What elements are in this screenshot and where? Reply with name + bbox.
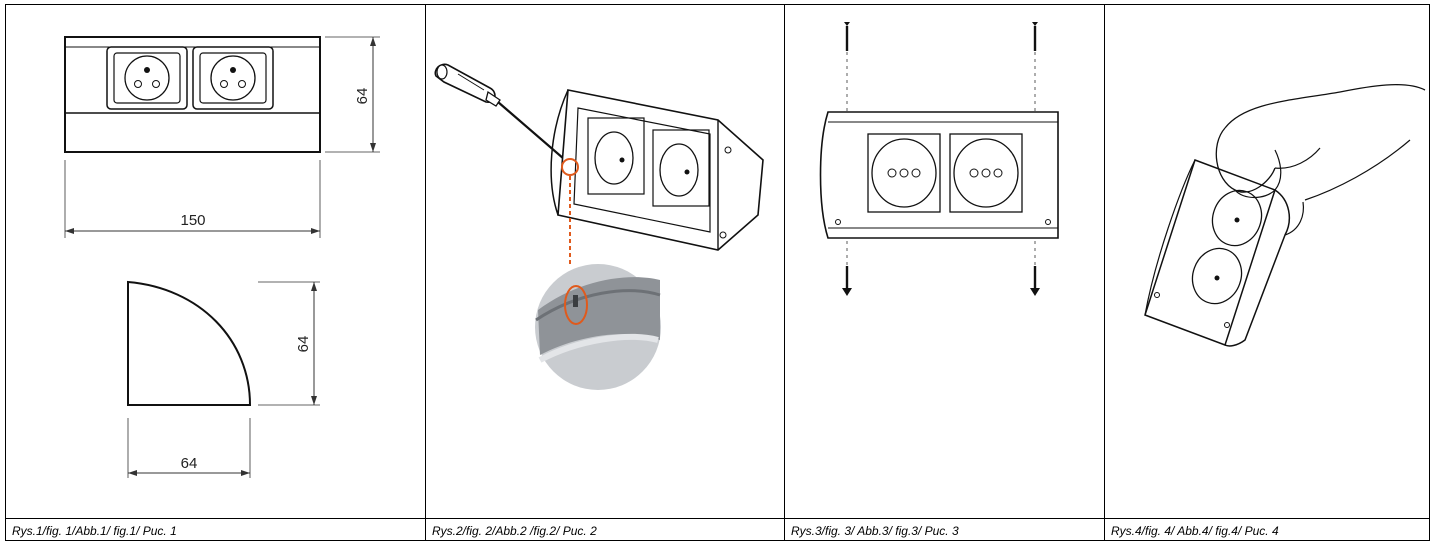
screw-icon <box>1032 22 1038 51</box>
side-width-dimension-label: 64 <box>181 455 198 472</box>
power-strip-drawing <box>550 89 764 251</box>
figure-4-caption: Rys.4/fig. 4/ Abb.4/ fig.4/ Puc. 4 <box>1111 524 1279 538</box>
socket-icon <box>192 46 274 110</box>
fig1-dimension-drawing <box>64 36 380 478</box>
screw-icon <box>844 22 850 51</box>
fig4-insertion-illustration <box>1144 84 1426 347</box>
side-height-dimension-label: 64 <box>295 336 312 353</box>
cell-divider <box>784 4 785 541</box>
figure-3-caption: Rys.3/fig. 3/ Abb.3/ fig.3/ Puc. 3 <box>791 524 959 538</box>
figure-2-caption: Rys.2/fig. 2/Abb.2 /fig.2/ Puc. 2 <box>432 524 597 538</box>
power-strip-drawing <box>1144 159 1291 347</box>
height-dimension-label: 64 <box>354 88 371 105</box>
detail-photo-circle <box>535 264 661 390</box>
cell-divider <box>1104 4 1105 541</box>
figure-table <box>5 4 1430 541</box>
fig3-mounting-illustration <box>819 22 1059 296</box>
screw-icon <box>1030 266 1040 296</box>
figure-1-caption: Rys.1/fig. 1/Abb.1/ fig.1/ Puc. 1 <box>12 524 177 538</box>
fig1-dimension-labels: 64 150 64 64 <box>180 88 371 472</box>
screw-icon <box>842 266 852 296</box>
width-dimension-label: 150 <box>180 212 205 229</box>
socket-icon <box>106 46 188 110</box>
screwdriver-icon <box>434 63 572 166</box>
fig2-screwdriver-illustration <box>434 63 764 390</box>
power-strip-drawing <box>819 111 1059 239</box>
caption-row-divider <box>5 518 1430 519</box>
hand-icon <box>1215 84 1426 236</box>
cell-divider <box>425 4 426 541</box>
latch-highlight-circle <box>561 158 579 176</box>
